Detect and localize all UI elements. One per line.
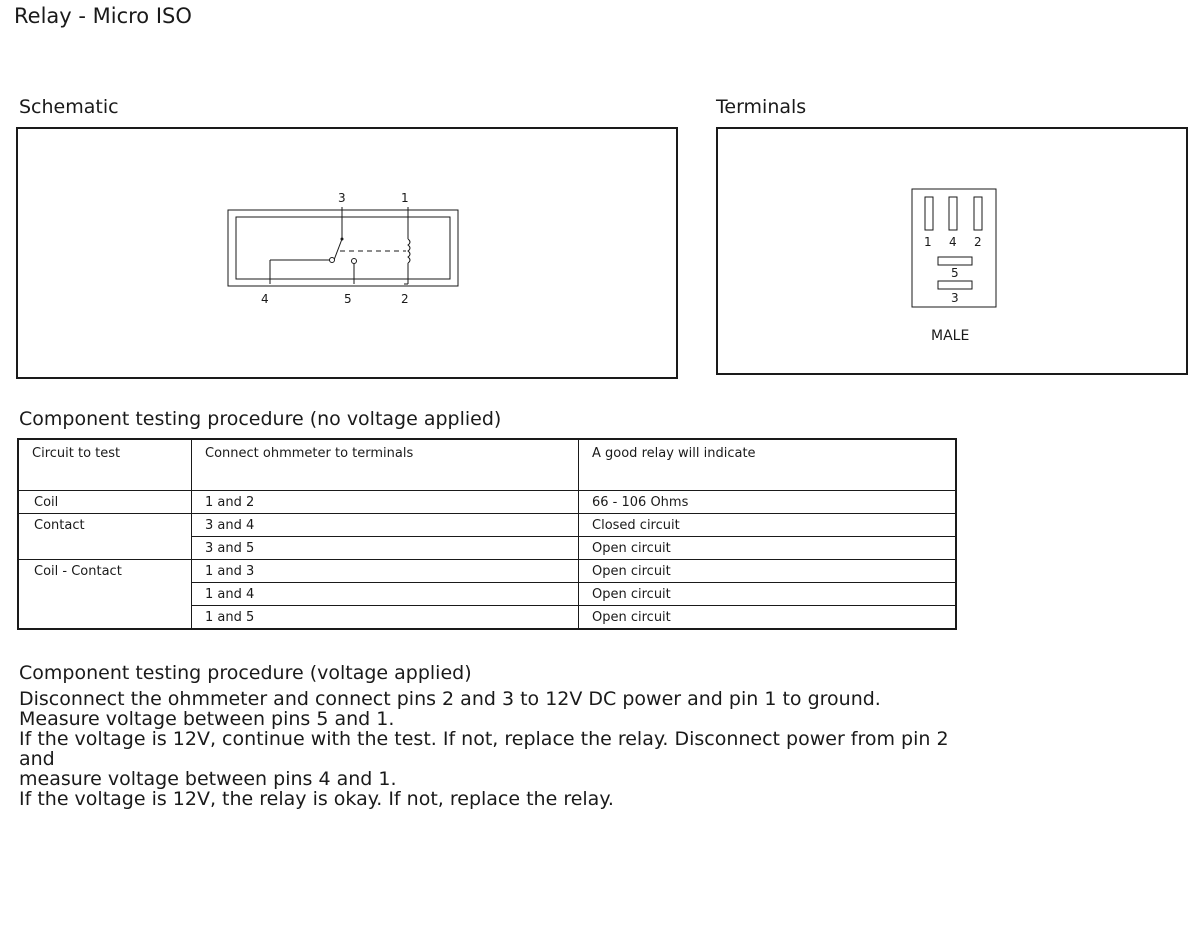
- no-voltage-test-table: Circuit to test Connect ohmmeter to term…: [17, 438, 957, 630]
- circuit-cell: Coil: [17, 490, 192, 514]
- relay-outer-outline: [227, 209, 459, 287]
- table-header-cell: Circuit to test: [17, 438, 192, 491]
- circuit-cell: [17, 582, 192, 606]
- terminal-blade-3: [937, 280, 973, 290]
- result-cell: Open circuit: [578, 582, 957, 606]
- schematic-pin-label: 4: [261, 292, 269, 306]
- circuit-cell: Coil - Contact: [17, 559, 192, 583]
- terminals-cell: 3 and 4: [191, 513, 579, 537]
- result-cell: Closed circuit: [578, 513, 957, 537]
- terminal-pin-label: 2: [974, 235, 982, 249]
- schematic-pin-label: 5: [344, 292, 352, 306]
- table-row: Coil - Contact 1 and 3 Open circuit: [17, 559, 957, 583]
- no-voltage-test-title: Component testing procedure (no voltage …: [19, 408, 502, 430]
- schematic-pin-label: 1: [401, 191, 409, 205]
- terminal-pin-label: 1: [924, 235, 932, 249]
- schematic-title: Schematic: [19, 96, 119, 118]
- table-row: Contact 3 and 4 Closed circuit: [17, 513, 957, 537]
- document-title: Relay - Micro ISO: [14, 4, 192, 28]
- connector-body: [911, 188, 997, 308]
- relay-inner-outline: [235, 216, 451, 280]
- terminals-cell: 1 and 4: [191, 582, 579, 606]
- table-row: 1 and 5 Open circuit: [17, 605, 957, 630]
- relay-terminals-diagram: 1 4 2 5 3 MALE: [911, 188, 997, 344]
- terminal-blade-5: [937, 256, 973, 266]
- table-row: Coil 1 and 2 66 - 106 Ohms: [17, 490, 957, 514]
- voltage-test-title: Component testing procedure (voltage app…: [19, 662, 472, 684]
- result-cell: Open circuit: [578, 559, 957, 583]
- terminals-cell: 1 and 3: [191, 559, 579, 583]
- instruction-line: If the voltage is 12V, the relay is okay…: [19, 788, 614, 810]
- result-cell: Open circuit: [578, 605, 957, 630]
- common-contact: [329, 257, 335, 263]
- circuit-cell: [17, 605, 192, 630]
- instruction-line: Measure voltage between pins 5 and 1.: [19, 708, 395, 730]
- result-cell: 66 - 106 Ohms: [578, 490, 957, 514]
- schematic-pin-label: 3: [338, 191, 346, 205]
- terminals-cell: 1 and 5: [191, 605, 579, 630]
- terminal-blade-4: [948, 196, 958, 231]
- schematic-pin-label: 2: [401, 292, 409, 306]
- circuit-cell: [17, 536, 192, 560]
- terminal-pin-label: 3: [951, 291, 959, 305]
- relay-schematic-diagram: 3 1 4 5 2: [227, 191, 459, 306]
- instruction-line: measure voltage between pins 4 and 1.: [19, 768, 397, 790]
- table-header-cell: Connect ohmmeter to terminals: [191, 438, 579, 491]
- terminals-cell: 3 and 5: [191, 536, 579, 560]
- schematic-panel: 3 1 4 5 2: [16, 127, 678, 379]
- terminals-title: Terminals: [716, 96, 807, 118]
- terminal-blade-2: [973, 196, 983, 231]
- terminal-pin-label: 5: [951, 266, 959, 280]
- open-contact: [351, 258, 357, 264]
- terminal-pin-label: 4: [949, 235, 957, 249]
- terminal-blade-1: [924, 196, 934, 231]
- table-header-row: Circuit to test Connect ohmmeter to term…: [17, 438, 957, 491]
- table-row: 3 and 5 Open circuit: [17, 536, 957, 560]
- table-header-cell: A good relay will indicate: [578, 438, 957, 491]
- table-row: 1 and 4 Open circuit: [17, 582, 957, 606]
- connector-gender-label: MALE: [931, 328, 969, 344]
- instruction-line: If the voltage is 12V, continue with the…: [19, 728, 949, 770]
- relay-coil: [407, 238, 411, 264]
- switch-arm: [333, 238, 343, 261]
- voltage-test-instructions: Disconnect the ohmmeter and connect pins…: [19, 689, 979, 809]
- terminals-cell: 1 and 2: [191, 490, 579, 514]
- terminals-panel: 1 4 2 5 3 MALE: [716, 127, 1188, 375]
- circuit-cell: Contact: [17, 513, 192, 537]
- result-cell: Open circuit: [578, 536, 957, 560]
- instruction-line: Disconnect the ohmmeter and connect pins…: [19, 688, 881, 710]
